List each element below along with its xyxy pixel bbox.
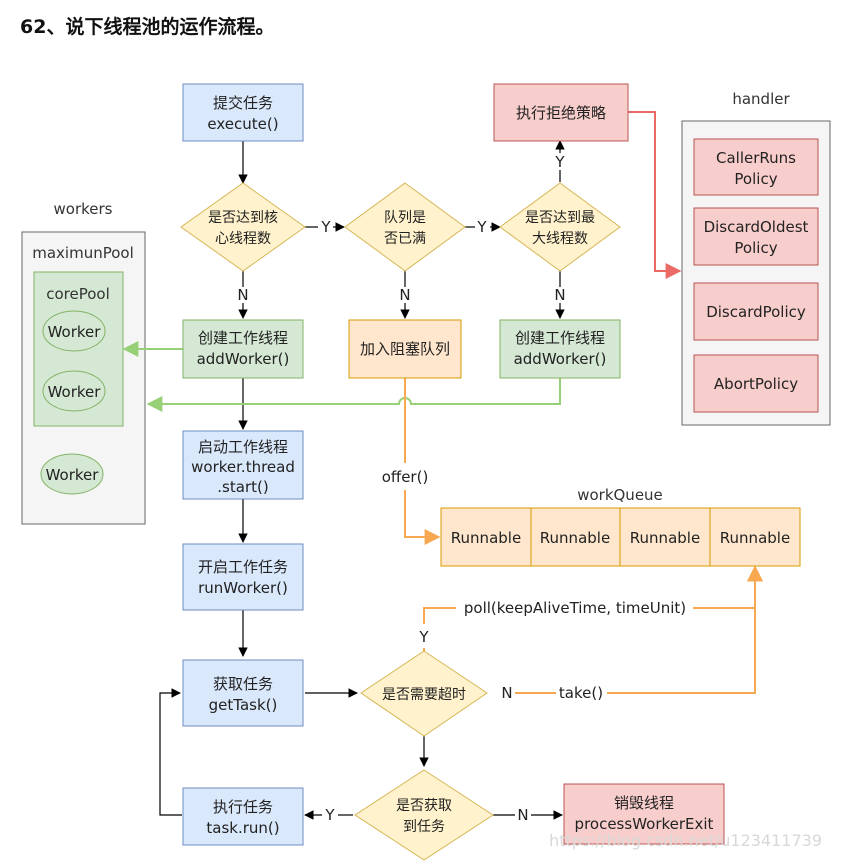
label-max-yes: Y <box>554 153 565 171</box>
get-task-node: 获取任务 getTask() <box>182 659 304 727</box>
svg-text:执行拒绝策略: 执行拒绝策略 <box>516 104 606 122</box>
svg-text:worker.thread: worker.thread <box>191 458 295 476</box>
svg-text:是否获取: 是否获取 <box>396 798 452 814</box>
svg-text:processWorkerExit: processWorkerExit <box>575 815 714 833</box>
svg-text:队列是: 队列是 <box>384 210 426 226</box>
edge-take-b <box>607 565 763 694</box>
svg-text:到任务: 到任务 <box>403 819 445 835</box>
svg-text:DiscardOldest: DiscardOldest <box>704 218 809 236</box>
svg-text:DiscardPolicy: DiscardPolicy <box>706 303 806 321</box>
label-core-yes: Y <box>320 218 331 236</box>
svg-text:Worker: Worker <box>48 383 102 401</box>
max-threads-decision: 是否达到最 大线程数 <box>499 182 621 272</box>
queue-item: Runnable <box>451 529 521 547</box>
abort-policy: AbortPolicy <box>693 354 819 413</box>
create-worker-node: 创建工作线程 addWorker() <box>182 319 304 379</box>
caller-runs-policy: CallerRuns Policy <box>693 138 819 196</box>
svg-text:加入阻塞队列: 加入阻塞队列 <box>360 340 450 358</box>
worker-node: Worker <box>42 370 106 412</box>
svg-text:获取任务: 获取任务 <box>213 675 273 693</box>
discard-oldest-policy: DiscardOldest Policy <box>693 207 819 266</box>
svg-text:心线程数: 心线程数 <box>215 231 271 247</box>
svg-text:Worker: Worker <box>48 323 102 341</box>
edge-offer-b <box>404 490 441 545</box>
run-task-node: 执行任务 task.run() <box>182 787 304 846</box>
label-timeout-yes: Y <box>418 628 429 646</box>
edge-poll-a <box>423 607 456 624</box>
svg-text:启动工作线程: 启动工作线程 <box>198 438 288 456</box>
create-worker-max-node: 创建工作线程 addWorker() <box>499 319 621 379</box>
svg-text:Policy: Policy <box>734 239 777 257</box>
svg-text:Policy: Policy <box>734 170 777 188</box>
maximun-pool-label: maximunPool <box>32 244 134 262</box>
handler-panel: CallerRuns Policy DiscardOldest Policy D… <box>681 120 831 426</box>
svg-text:execute(): execute() <box>207 115 278 133</box>
edge-labels: Y Y Y N N N offer() poll(keepAliveTime, … <box>237 153 686 824</box>
queue-item: Runnable <box>720 529 790 547</box>
svg-text:创建工作线程: 创建工作线程 <box>198 329 288 347</box>
svg-text:否已满: 否已满 <box>384 231 426 247</box>
page-title: 62、说下线程池的运作流程。 <box>20 16 275 38</box>
svg-text:Worker: Worker <box>46 466 100 484</box>
edges <box>122 111 763 820</box>
worker-node: Worker <box>42 310 106 352</box>
queue-item: Runnable <box>540 529 610 547</box>
edge-poll-b <box>693 565 763 609</box>
svg-text:runWorker(): runWorker() <box>198 579 288 597</box>
svg-text:AbortPolicy: AbortPolicy <box>714 375 798 393</box>
work-queue-label: workQueue <box>577 486 663 504</box>
submit-task-node: 提交任务 execute() <box>182 83 304 142</box>
svg-text:执行任务: 执行任务 <box>213 798 273 816</box>
label-poll: poll(keepAliveTime, timeUnit) <box>464 599 686 617</box>
core-pool-label: corePool <box>46 285 110 303</box>
run-worker-node: 开启工作任务 runWorker() <box>182 543 304 611</box>
svg-text:是否达到最: 是否达到最 <box>525 210 595 226</box>
svg-text:task.run(): task.run() <box>206 819 279 837</box>
enqueue-node: 加入阻塞队列 <box>348 319 462 379</box>
svg-text:是否需要超时: 是否需要超时 <box>382 687 466 703</box>
svg-text:CallerRuns: CallerRuns <box>716 149 796 167</box>
edge-add-max-worker <box>146 378 561 412</box>
svg-text:创建工作线程: 创建工作线程 <box>515 329 605 347</box>
worker-node: Worker <box>40 453 104 495</box>
label-take: take() <box>559 684 603 702</box>
handler-label: handler <box>732 90 790 108</box>
svg-text:开启工作任务: 开启工作任务 <box>198 558 288 576</box>
svg-text:getTask(): getTask() <box>209 696 278 714</box>
svg-text:提交任务: 提交任务 <box>213 94 273 112</box>
queue-full-decision: 队列是 否已满 <box>344 182 466 272</box>
svg-text:是否达到核: 是否达到核 <box>208 210 278 226</box>
label-got-yes: Y <box>324 806 335 824</box>
svg-text:.start(): .start() <box>217 478 268 496</box>
got-task-decision: 是否获取 到任务 <box>354 769 494 861</box>
timeout-decision: 是否需要超时 <box>360 650 488 737</box>
workers-label: workers <box>54 200 113 218</box>
start-thread-node: 启动工作线程 worker.thread .start() <box>182 430 304 500</box>
reject-policy-node: 执行拒绝策略 <box>493 83 629 142</box>
label-core-no: N <box>237 286 248 304</box>
svg-text:addWorker(): addWorker() <box>197 350 290 368</box>
label-queue-yes: Y <box>476 218 487 236</box>
label-got-no: N <box>517 806 528 824</box>
discard-policy: DiscardPolicy <box>693 282 819 341</box>
work-queue: workQueue Runnable Runnable Runnable Run… <box>440 486 801 567</box>
svg-text:大线程数: 大线程数 <box>532 231 588 247</box>
edge-to-handler <box>628 111 682 279</box>
workers-panel: maximunPool corePool Worker Worker Worke… <box>21 231 146 525</box>
edge-loop-back <box>159 688 182 816</box>
label-queue-no: N <box>399 286 410 304</box>
label-timeout-no: N <box>501 684 512 702</box>
label-offer: offer() <box>382 468 429 486</box>
label-max-no: N <box>554 286 565 304</box>
watermark: https://blog.csdn.net/u123411739 <box>549 831 822 850</box>
core-threads-decision: 是否达到核 心线程数 <box>180 182 306 272</box>
svg-text:addWorker(): addWorker() <box>514 350 607 368</box>
queue-item: Runnable <box>630 529 700 547</box>
svg-text:销毁线程: 销毁线程 <box>614 794 674 812</box>
destroy-thread-node: 销毁线程 processWorkerExit <box>563 783 725 845</box>
